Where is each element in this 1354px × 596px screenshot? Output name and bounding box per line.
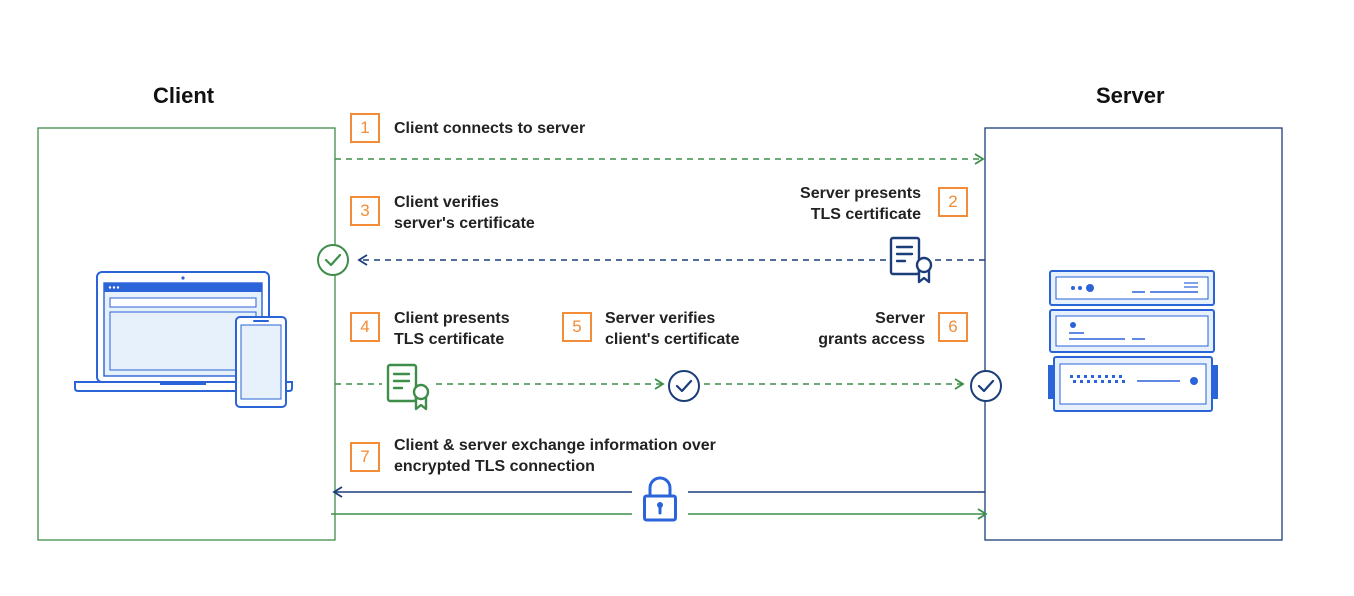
- check-circle-icon: [970, 370, 1002, 402]
- check-circle-icon: [668, 370, 700, 402]
- client-panel: [37, 127, 336, 541]
- certificate-icon: [386, 363, 430, 411]
- padlock-icon: [643, 476, 677, 522]
- step-5-badge: 5: [562, 312, 592, 342]
- step-2-badge: 2: [938, 187, 968, 217]
- phone-icon: [235, 316, 287, 408]
- step-5-label: Server verifies client's certificate: [605, 310, 740, 348]
- laptop-icon: [74, 271, 293, 392]
- step-1-label: Client connects to server: [394, 120, 586, 137]
- step-6-label: Server grants access: [818, 310, 925, 348]
- step-4-label: Client presents TLS certificate: [394, 310, 510, 348]
- check-circle-icon: [317, 244, 349, 276]
- server-rack-icon: [1048, 270, 1218, 412]
- server-title: Server: [1096, 83, 1165, 108]
- step-2-label: Server presents TLS certificate: [800, 185, 921, 223]
- step-6-badge: 6: [938, 312, 968, 342]
- client-title: Client: [153, 83, 215, 108]
- certificate-icon: [889, 236, 933, 284]
- step-3-label: Client verifies server's certificate: [394, 194, 535, 232]
- step-3-badge: 3: [350, 196, 380, 226]
- step-7-label: Client & server exchange information ove…: [394, 437, 716, 475]
- server-panel: [984, 127, 1283, 541]
- step-4-badge: 4: [350, 312, 380, 342]
- step-1-badge: 1: [350, 113, 380, 143]
- step-7-badge: 7: [350, 442, 380, 472]
